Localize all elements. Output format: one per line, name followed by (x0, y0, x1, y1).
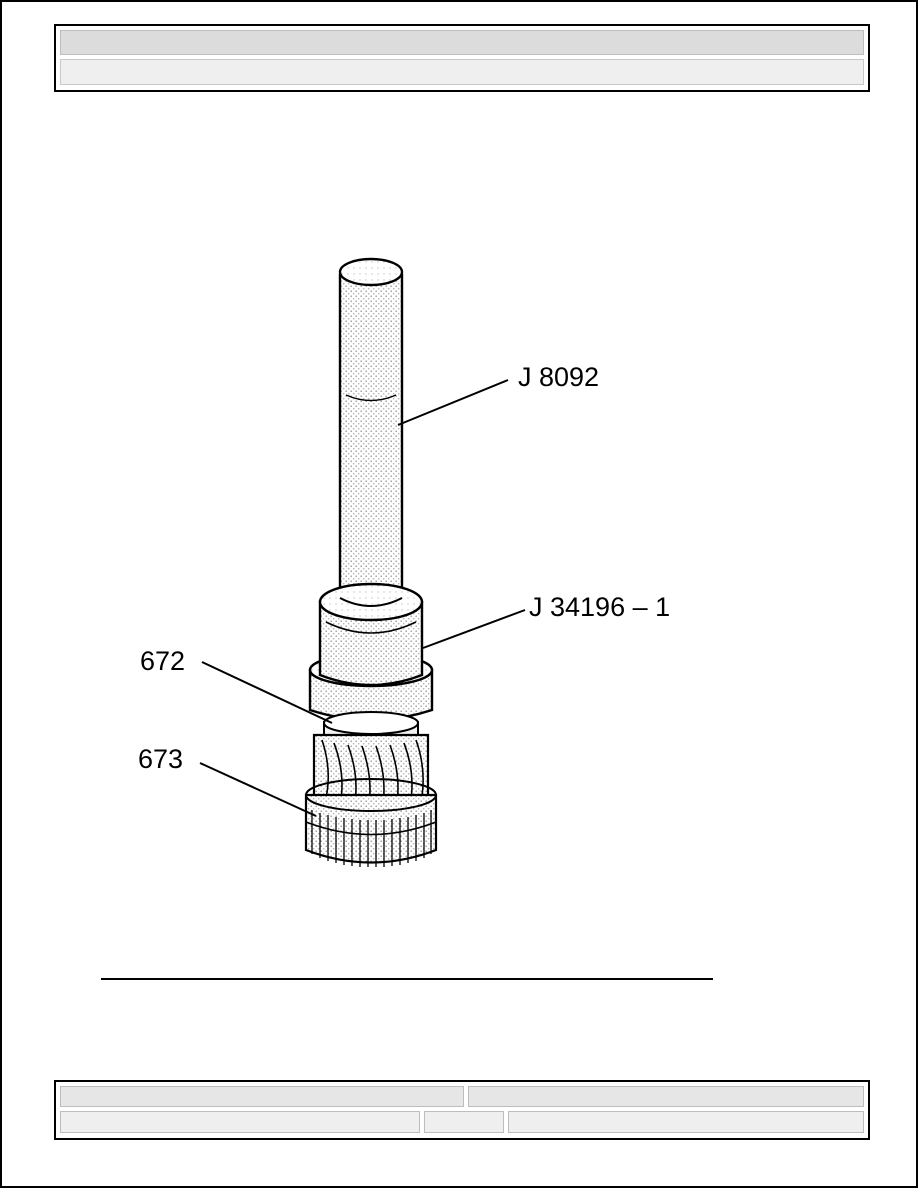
leader-j8092 (397, 379, 509, 426)
callout-672: 672 (140, 646, 186, 676)
header-subtitle-bar (60, 59, 864, 85)
section-divider-rule (101, 978, 713, 980)
gear-part (304, 733, 438, 867)
callout-j8092: J 8092 (518, 362, 600, 392)
leader-j34196 (422, 609, 526, 649)
header-title-bar (60, 30, 864, 55)
footer-cell (468, 1086, 864, 1107)
tool-installation-illustration (199, 257, 526, 867)
driver-rod (338, 257, 404, 604)
leader-lines (199, 379, 526, 817)
callout-j34196-1: J 34196 – 1 (529, 592, 671, 622)
footer-cell (424, 1111, 504, 1133)
footer-cell (60, 1111, 420, 1133)
document-header (54, 24, 870, 92)
leader-672 (201, 661, 333, 724)
leader-673 (199, 762, 317, 817)
callout-673: 673 (138, 744, 184, 774)
document-footer (54, 1080, 870, 1140)
installer-tool (308, 582, 434, 722)
footer-cell (60, 1086, 464, 1107)
footer-cell (508, 1111, 864, 1133)
